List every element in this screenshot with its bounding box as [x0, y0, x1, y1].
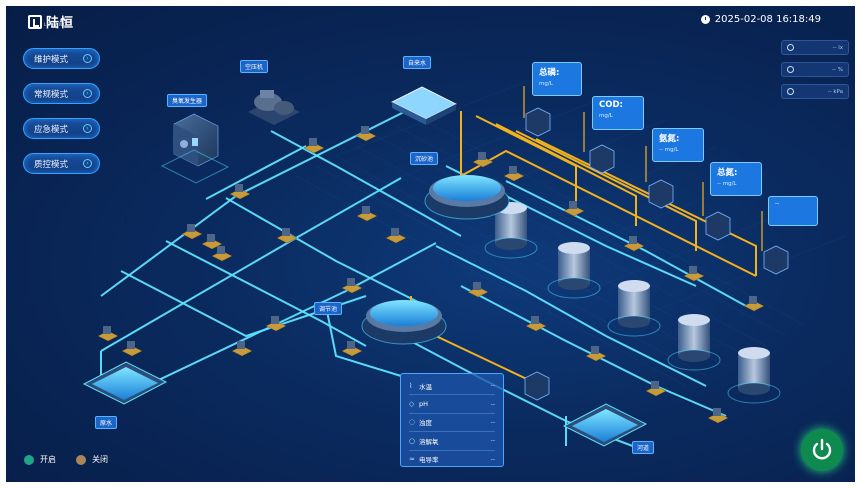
- company-logo: 陆恒: [28, 12, 74, 31]
- thermometer-icon: ⌇: [409, 381, 413, 390]
- environment-sensors: -- lx -- % -- kPa: [781, 40, 849, 106]
- air-compressor-label: 空压机: [240, 60, 269, 73]
- source-water-label: 原水: [95, 416, 118, 429]
- ph-icon: ◇: [409, 400, 415, 409]
- conductivity-icon: ≈: [409, 455, 415, 464]
- logo-text: 陆恒: [46, 16, 75, 31]
- param-name: 浊度: [419, 419, 432, 428]
- param-value: --: [490, 455, 495, 463]
- callout-unit: -- mg/L: [717, 181, 737, 187]
- legend-label-closed: 关闭: [92, 455, 108, 464]
- datetime-display: 2025-02-08 16:18:49: [700, 14, 821, 25]
- sensor-row: -- lx: [781, 40, 849, 55]
- param-value: --: [490, 382, 495, 390]
- source-pool: [82, 361, 168, 405]
- logo-mark-icon: [28, 14, 42, 29]
- river-pool: [562, 403, 648, 447]
- arrow-icon: ›: [83, 124, 92, 133]
- param-name: 电导率: [419, 456, 439, 465]
- ozone-cabinet: [160, 113, 230, 184]
- river-label: 河道: [632, 441, 655, 454]
- sensor-row: -- %: [781, 62, 849, 77]
- mode-menu: 维护模式 › 常规模式 › 应急模式 › 质控模式 ›: [23, 48, 100, 188]
- param-name: 溶解氧: [419, 437, 439, 446]
- emergency-mode-button[interactable]: 应急模式 ›: [23, 118, 100, 139]
- sensor-value: -- lx: [832, 44, 843, 51]
- sand-tank-label: 沉砂池: [410, 152, 439, 165]
- normal-mode-button[interactable]: 常规模式 ›: [23, 83, 100, 104]
- scada-screen: 陆恒 LOHANG 2025-02-08 16:18:49 维护模式 › 常规模式…: [6, 6, 855, 482]
- header-bar: 陆恒 LOHANG 2025-02-08 16:18:49: [6, 6, 855, 34]
- callout-name: 氨氮:: [659, 134, 680, 144]
- arrow-icon: ›: [83, 54, 92, 63]
- open-status-dot: [24, 454, 34, 465]
- oxygen-icon: ○: [409, 436, 416, 445]
- maintenance-mode-button[interactable]: 维护模式 ›: [23, 48, 100, 69]
- param-value: --: [490, 437, 495, 445]
- param-row: ≈ 电导率 --: [409, 451, 495, 468]
- adjust-tank-basin: [361, 300, 447, 345]
- param-value: --: [490, 418, 495, 426]
- sun-icon: [787, 44, 794, 51]
- mode-label: 常规模式: [34, 89, 69, 100]
- mode-label: 维护模式: [34, 54, 69, 65]
- adjust-tank-label: 调节池: [314, 302, 343, 315]
- water-parameter-panel: ⌇ 水温 -- ◇ pH -- ◌浊度 -- ○溶解氧 -- ≈ 电导率 --: [400, 373, 504, 467]
- legend-label-open: 开启: [40, 455, 56, 464]
- param-row: ○溶解氧 --: [409, 432, 495, 451]
- qc-mode-button[interactable]: 质控模式 ›: [23, 153, 100, 174]
- gauge-icon: [787, 88, 794, 95]
- ozone-generator-label: 臭氧发生器: [167, 94, 208, 107]
- clock-icon: [700, 15, 710, 24]
- param-name: 水温: [419, 382, 432, 391]
- cod-callout[interactable]: COD: mg/L: [592, 96, 644, 130]
- datetime-text: 2025-02-08 16:18:49: [714, 14, 821, 25]
- param-name: pH: [419, 400, 429, 409]
- sensor-value: -- kPa: [827, 88, 843, 95]
- arrow-icon: ›: [83, 159, 92, 168]
- air-compressor: [248, 90, 300, 125]
- param-row: ⌇ 水温 --: [409, 377, 495, 396]
- sand-tank-basin: [424, 175, 510, 220]
- tn-callout[interactable]: 总氮: -- mg/L: [710, 162, 762, 196]
- param-row: ◇ pH --: [409, 395, 495, 414]
- tap-water-label: 自来水: [403, 56, 432, 69]
- process-diagram: [82, 65, 847, 452]
- callout-name: --: [775, 200, 780, 207]
- power-icon: [812, 438, 832, 460]
- callout-unit: -- mg/L: [659, 147, 679, 153]
- param-row: ◌浊度 --: [409, 414, 495, 433]
- logo-subtext: LOHANG: [44, 22, 68, 27]
- arrow-icon: ›: [83, 89, 92, 98]
- turbidity-icon: ◌: [409, 418, 416, 427]
- tap-water-tank: [391, 86, 457, 125]
- drop-icon: [787, 66, 794, 73]
- sensor-row: -- kPa: [781, 84, 849, 99]
- callout-unit: mg/L: [539, 81, 553, 87]
- ammonia-callout[interactable]: 氨氮: -- mg/L: [652, 128, 704, 162]
- mode-label: 质控模式: [34, 159, 69, 170]
- callout-name: 总氮:: [717, 168, 738, 178]
- closed-status-dot: [76, 454, 86, 465]
- callout-name: COD:: [599, 100, 623, 110]
- callout-name: 总磷:: [539, 68, 560, 78]
- mode-label: 应急模式: [34, 124, 69, 135]
- param-value: --: [490, 400, 495, 408]
- extra-callout[interactable]: --: [768, 196, 818, 226]
- power-button[interactable]: [801, 429, 843, 471]
- sensor-value: -- %: [832, 66, 843, 73]
- tp-callout[interactable]: 总磷: mg/L: [532, 62, 582, 96]
- callout-unit: mg/L: [599, 113, 613, 119]
- tank-group: [484, 202, 781, 404]
- status-legend: 开启 关闭: [24, 454, 108, 465]
